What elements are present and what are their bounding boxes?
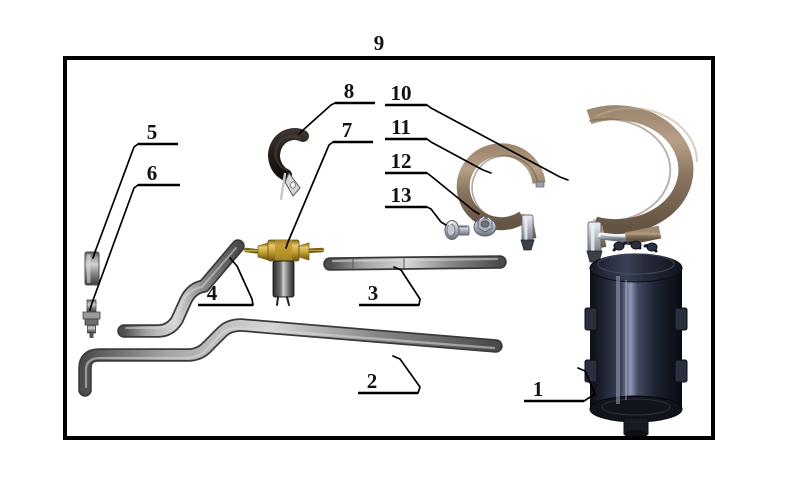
callout-label-4: 4 <box>207 281 218 305</box>
part-hex-flange-bolt <box>444 220 470 240</box>
leader-12 <box>426 172 480 215</box>
callout-label-13: 13 <box>391 183 412 207</box>
leader-13 <box>426 206 447 226</box>
leader-1 <box>577 367 596 402</box>
part-charcoal-canister <box>584 240 688 438</box>
callout-leaders <box>89 102 596 402</box>
callout-label-10: 10 <box>391 81 412 105</box>
leader-10 <box>426 104 569 181</box>
assembly-outline-frame <box>63 56 715 440</box>
callout-label-3: 3 <box>368 281 379 305</box>
leader-8 <box>298 102 336 135</box>
callout-numbers: 1 2 3 4 5 6 7 8 9 10 11 12 13 <box>147 31 544 401</box>
callout-label-8: 8 <box>344 79 355 103</box>
callout-label-2: 2 <box>367 369 378 393</box>
leader-7 <box>285 141 334 249</box>
part-canister-strap-small <box>456 143 546 251</box>
callout-label-7: 7 <box>342 118 353 142</box>
part-short-fuel-tube <box>323 255 507 271</box>
part-flange-nut <box>473 216 497 237</box>
part-long-fuel-tube <box>78 318 503 397</box>
callout-label-11: 11 <box>391 115 411 139</box>
callout-label-1: 1 <box>533 377 544 401</box>
callout-rules <box>138 101 584 403</box>
leader-6 <box>89 184 139 311</box>
callout-label-9: 9 <box>374 31 385 55</box>
part-rubber-hose-sleeve <box>84 251 100 286</box>
callout-label-12: 12 <box>391 149 412 173</box>
leader-11 <box>426 138 492 174</box>
leader-3 <box>393 266 421 306</box>
leader-4 <box>229 257 254 306</box>
part-two-way-valve <box>243 239 325 306</box>
part-canister-strap-large <box>586 105 699 263</box>
leader-5 <box>92 143 139 259</box>
callout-label-5: 5 <box>147 120 158 144</box>
leader-2 <box>392 355 421 394</box>
part-hose-retaining-clip <box>268 128 309 201</box>
callout-label-6: 6 <box>147 161 158 185</box>
part-bent-fuel-tube <box>117 239 245 338</box>
